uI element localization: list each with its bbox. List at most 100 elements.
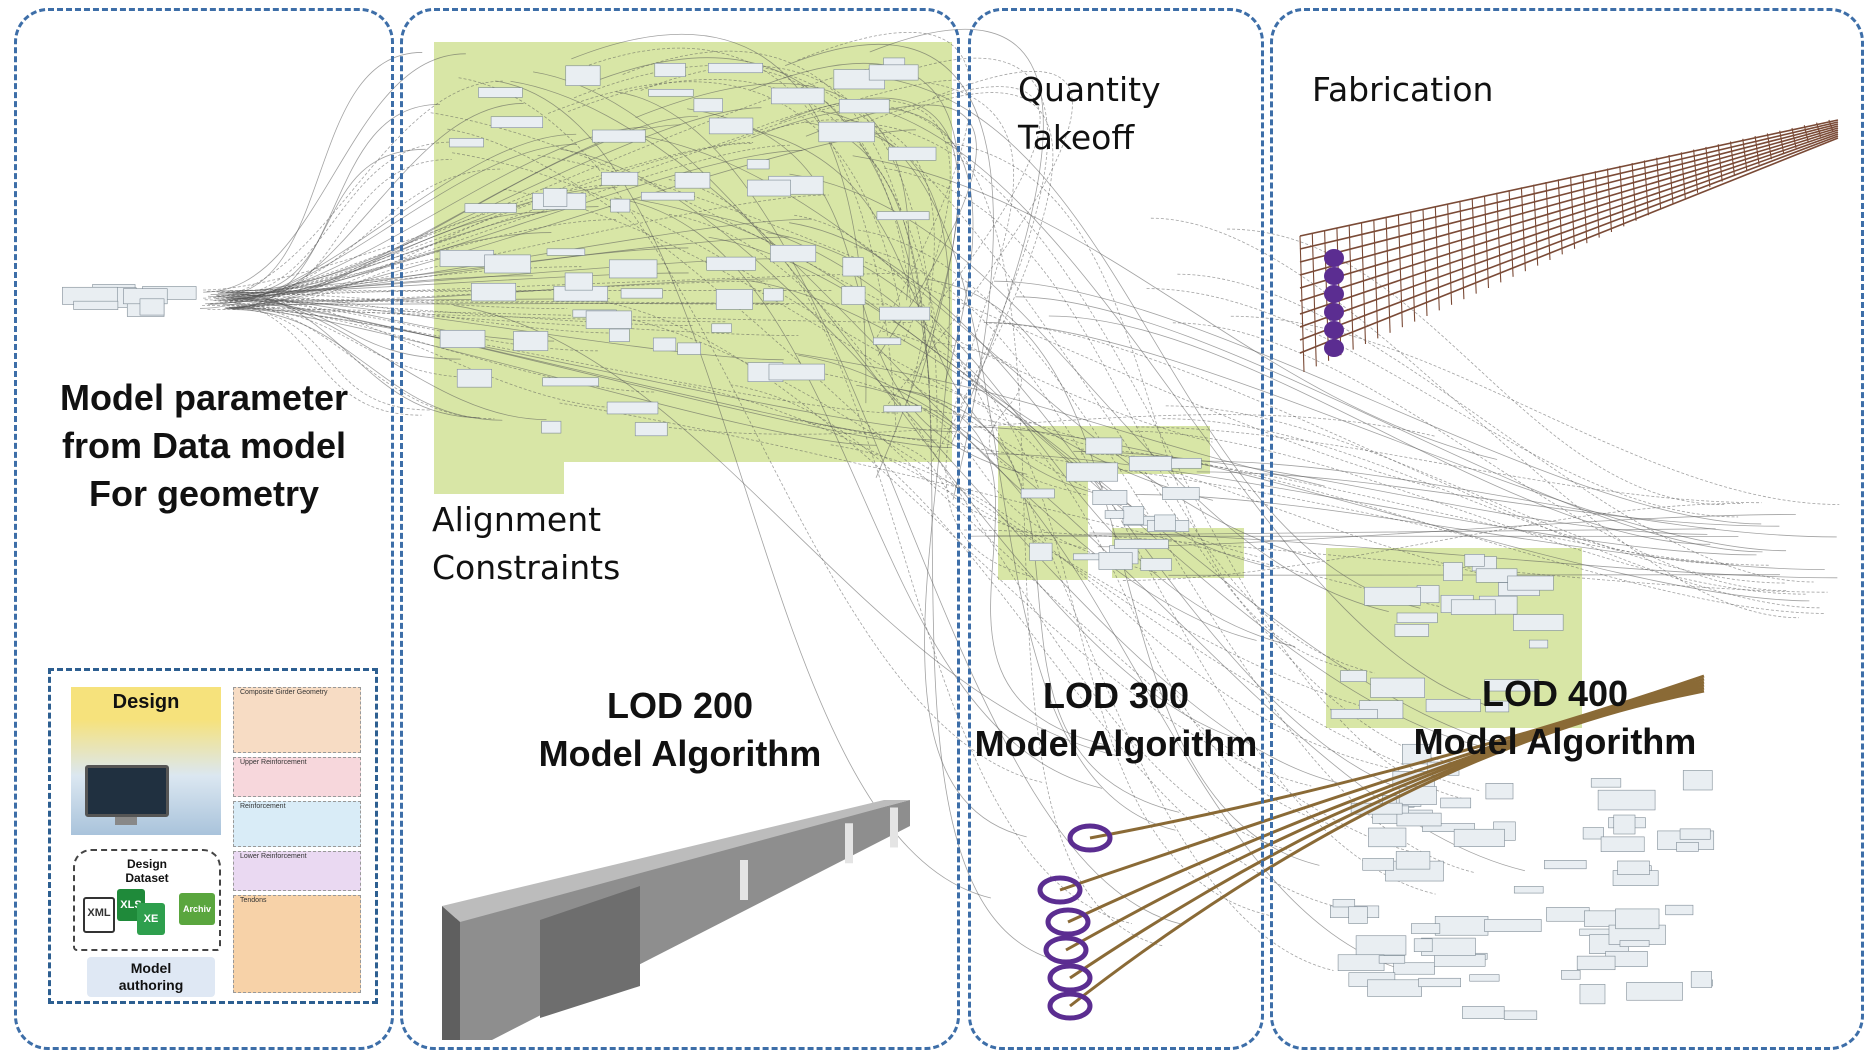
monitor-stand-icon <box>115 817 137 825</box>
girder-stiffener <box>890 807 898 848</box>
monitor-icon <box>85 765 169 817</box>
graph-node <box>1615 908 1660 930</box>
graph-node <box>841 286 866 305</box>
rebar-stirrup <box>1397 214 1403 328</box>
graph-wire <box>906 379 1346 829</box>
rebar-stirrup <box>1606 168 1613 233</box>
rebar-stirrup <box>1447 203 1453 305</box>
graph-wire <box>204 299 422 416</box>
graph-node <box>592 129 646 143</box>
rebar-stirrup <box>1483 195 1490 289</box>
xml-file-icon: XML <box>83 897 115 933</box>
graph-node <box>1422 823 1475 833</box>
graph-node <box>1613 814 1636 835</box>
graph-wire <box>203 80 503 299</box>
graph-node <box>1367 979 1422 997</box>
graph-node <box>1485 700 1510 713</box>
graph-node <box>1394 624 1429 637</box>
panel-lod400 <box>1270 8 1864 1050</box>
graph-node <box>708 117 754 135</box>
anchor-plate <box>1324 321 1344 339</box>
anchor-plate <box>1324 267 1344 285</box>
graph-node <box>1513 886 1544 894</box>
graph-wire <box>795 368 1157 573</box>
graph-wire <box>1089 532 1838 579</box>
graph-node <box>1330 709 1378 719</box>
graph-wire <box>755 65 1445 762</box>
graph-node <box>1364 586 1421 606</box>
graph-wire <box>203 53 466 293</box>
rebar-stirrup <box>1582 173 1588 244</box>
tendon-anchor <box>1045 907 1091 937</box>
graph-node <box>1370 677 1425 698</box>
graph-wire <box>946 141 1351 670</box>
rebar-stirrup <box>1594 171 1600 238</box>
rebar-stirrup <box>1705 146 1711 188</box>
graph-wire <box>232 309 503 421</box>
graph-wire <box>1172 322 1788 592</box>
graph-node <box>1619 940 1650 947</box>
graph-wire <box>1230 315 1840 505</box>
geometry-parameters-line-1: Model parameter <box>59 377 349 418</box>
graph-wire <box>893 92 1054 469</box>
graph-node <box>1484 919 1542 932</box>
graph-wire <box>239 298 784 361</box>
flow-card-title: Tendons <box>240 897 267 904</box>
alignment-constraints-line-2: Constraints <box>432 548 621 587</box>
data-model-inset: Design Design Dataset XML XLS XE Archiv … <box>48 668 378 1004</box>
rebar-stirrup <box>1385 217 1391 333</box>
rebar-stirrup <box>1299 235 1305 373</box>
graph-wire <box>687 108 1028 475</box>
graph-node <box>1085 437 1123 455</box>
graph-node <box>565 65 601 86</box>
flow-card-girder-geometry: Composite Girder Geometry <box>233 687 361 753</box>
graph-wire <box>808 422 1471 537</box>
graph-node <box>1162 487 1200 500</box>
graph-wire <box>233 168 503 298</box>
graph-wire <box>708 236 1479 746</box>
tendon-anchor <box>1037 875 1083 905</box>
graph-wire <box>820 110 1176 831</box>
design-dataset-title: Design Dataset <box>75 857 219 885</box>
graph-node <box>1597 789 1656 811</box>
design-tile: Design <box>71 687 221 835</box>
tendon-strand <box>1089 674 1705 840</box>
tendon-anchor <box>1067 823 1113 853</box>
flow-card-title: Reinforcement <box>240 803 286 810</box>
graph-node <box>674 172 711 189</box>
graph-wire <box>594 299 1312 787</box>
graph-node <box>1453 828 1505 847</box>
graph-node <box>708 63 763 74</box>
model-authoring-line-2: authoring <box>118 977 184 993</box>
graph-node <box>439 329 486 348</box>
graph-node <box>634 422 668 437</box>
graph-wire <box>983 322 1787 552</box>
rebar-longitudinal <box>1299 133 1839 328</box>
rebar-stirrup <box>1619 165 1625 227</box>
anchor-plate <box>1324 285 1344 303</box>
graph-wire <box>230 148 426 296</box>
graph-wire <box>856 384 1417 974</box>
rebar-stirrup <box>1816 122 1822 137</box>
tendon-anchor <box>1047 991 1093 1021</box>
graph-node <box>842 257 864 277</box>
girder-stiffener <box>845 823 853 864</box>
graph-node <box>868 64 919 81</box>
graph-node <box>1104 510 1125 519</box>
rebar-longitudinal <box>1299 123 1839 263</box>
graph-wire <box>239 107 762 295</box>
lod400-line-2: Model Algorithm <box>1413 721 1697 762</box>
graph-wire <box>887 70 1073 405</box>
rebar-stirrup <box>1779 130 1785 154</box>
graph-node <box>1544 860 1587 870</box>
graph-wire <box>919 407 1526 586</box>
graph-wire <box>537 154 1438 489</box>
graph-node <box>1098 552 1133 570</box>
rebar-stirrup <box>1496 192 1502 283</box>
rebar-stirrup <box>1680 152 1686 199</box>
graph-node <box>542 188 568 207</box>
graph-node <box>1114 539 1169 549</box>
girder-web-panel <box>540 886 640 1018</box>
flow-card-upper-reinforcement: Upper Reinforcement <box>233 757 361 797</box>
